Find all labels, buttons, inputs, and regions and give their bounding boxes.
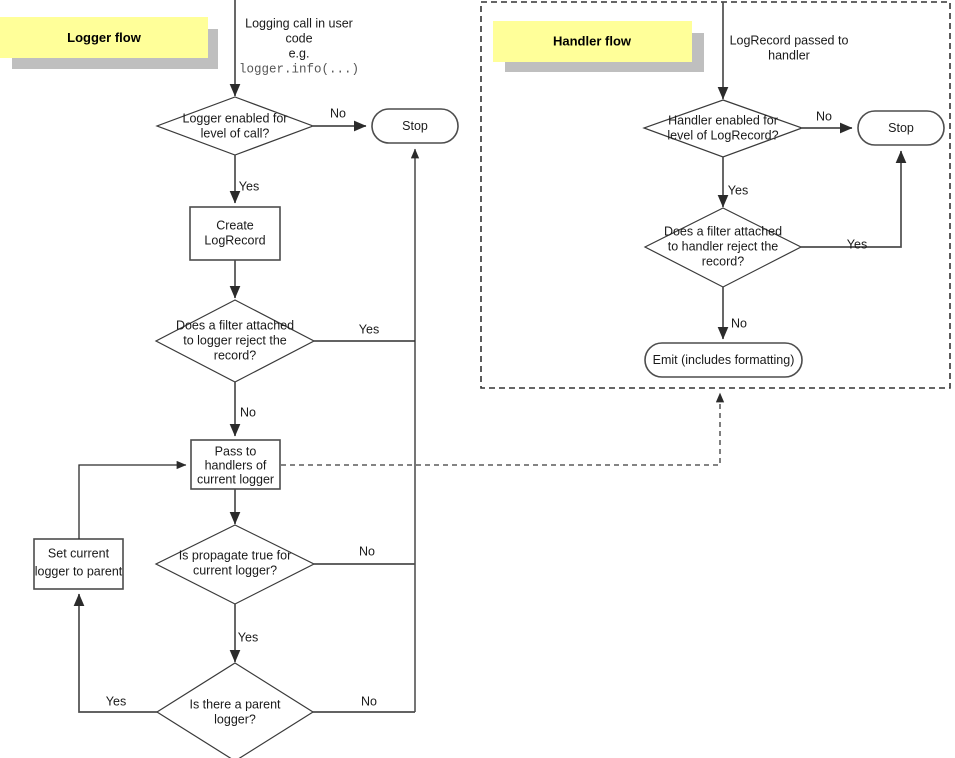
node-handler-filter[interactable]: Does a filter attached to handler reject… bbox=[643, 207, 803, 288]
node-create-logrecord[interactable]: Create LogRecord bbox=[189, 206, 281, 261]
node-logger-stop-label: Stop bbox=[402, 119, 428, 133]
edge-label-is-parent-no: No bbox=[361, 694, 377, 708]
logger-entry-caption-line3: e.g. bbox=[289, 46, 310, 60]
node-logger-enabled-line2: level of call? bbox=[201, 126, 270, 140]
node-handler-enabled-line1: Handler enabled for bbox=[668, 113, 778, 127]
edge-label-logger-filter-yes: Yes bbox=[359, 322, 379, 336]
edge-label-is-propagate-yes: Yes bbox=[238, 630, 258, 644]
edge-set-current-logger-to-pass bbox=[78, 460, 187, 539]
node-handler-stop-shape[interactable] bbox=[857, 110, 945, 146]
edge-label-logger-filter-no: No bbox=[240, 405, 256, 419]
node-is-propagate-line2: current logger? bbox=[193, 563, 277, 577]
node-pass-to-handlers-line1: Pass to bbox=[215, 444, 257, 458]
edge-label-handler-enabled-yes: Yes bbox=[728, 183, 748, 197]
node-pass-to-handlers[interactable]: Pass to handlers of current logger bbox=[190, 439, 281, 490]
handler-flow-title-box bbox=[493, 21, 692, 62]
handler-panel-border bbox=[480, 1, 951, 389]
node-handler-stop-label: Stop bbox=[888, 121, 914, 135]
node-logger-filter[interactable]: Does a filter attached to logger reject … bbox=[154, 299, 316, 383]
node-logger-enabled-line1: Logger enabled for bbox=[183, 111, 288, 125]
edge-label-is-parent-yes: Yes bbox=[106, 694, 126, 708]
node-set-current-logger-line1: Set current bbox=[48, 546, 110, 560]
node-pass-to-handlers-line2: handlers of bbox=[205, 458, 267, 472]
edge-handler-filter-yes bbox=[801, 150, 907, 248]
node-logger-stop[interactable]: Stop bbox=[371, 108, 459, 144]
edge-label-is-propagate-no: No bbox=[359, 544, 375, 558]
node-logger-filter-line3: record? bbox=[214, 348, 256, 362]
node-logger-stop-shape[interactable] bbox=[371, 108, 459, 144]
edge-is-parent-yes bbox=[73, 593, 157, 713]
handler-entry-caption: LogRecord passed to handler bbox=[730, 33, 849, 62]
edge-label-handler-filter-no: No bbox=[731, 316, 747, 330]
logger-entry-caption-line1: Logging call in user bbox=[245, 16, 353, 30]
node-emit[interactable]: Emit (includes formatting) bbox=[644, 342, 803, 378]
logger-entry-caption-line2: code bbox=[285, 31, 312, 45]
handler-flow-title-label: Handler flow bbox=[553, 33, 632, 48]
node-logger-enabled[interactable]: Logger enabled for level of call? bbox=[155, 96, 315, 156]
node-emit-label: Emit (includes formatting) bbox=[653, 353, 795, 367]
node-is-parent-logger-line2: logger? bbox=[214, 712, 256, 726]
node-emit-shape[interactable] bbox=[644, 342, 803, 378]
logger-flow-title-box bbox=[0, 17, 208, 58]
handler-flow-title: Handler flow bbox=[493, 21, 704, 72]
node-create-logrecord-shape[interactable] bbox=[189, 206, 281, 261]
node-handler-enabled-line2: level of LogRecord? bbox=[667, 128, 778, 142]
logger-flow-title-label: Logger flow bbox=[67, 30, 142, 45]
node-handler-filter-line3: record? bbox=[702, 254, 744, 268]
node-handler-enabled[interactable]: Handler enabled for level of LogRecord? bbox=[642, 99, 804, 158]
node-is-parent-logger-shape[interactable] bbox=[155, 662, 315, 758]
edge-pass-to-handler-flow bbox=[281, 392, 725, 466]
node-handler-filter-line2: to handler reject the bbox=[668, 239, 779, 253]
node-handler-filter-line1: Does a filter attached bbox=[664, 224, 782, 238]
node-create-logrecord-line1: Create bbox=[216, 218, 254, 232]
node-set-current-logger[interactable]: Set current logger to parent bbox=[33, 538, 124, 590]
node-is-parent-logger-line1: Is there a parent bbox=[189, 697, 281, 711]
handler-entry-caption-line2: handler bbox=[768, 48, 810, 62]
node-handler-stop[interactable]: Stop bbox=[857, 110, 945, 146]
node-set-current-logger-shape[interactable] bbox=[33, 538, 124, 590]
edge-label-handler-filter-yes: Yes bbox=[847, 237, 867, 251]
logger-entry-caption-code: logger.info(...) bbox=[239, 62, 359, 76]
node-is-parent-logger[interactable]: Is there a parent logger? bbox=[155, 662, 315, 758]
edge-label-logger-enabled-yes: Yes bbox=[239, 179, 259, 193]
node-set-current-logger-line2: logger to parent bbox=[35, 564, 123, 578]
node-is-propagate-line1: Is propagate true for bbox=[179, 548, 292, 562]
logger-entry-caption: Logging call in user code e.g. logger.in… bbox=[239, 16, 359, 76]
logger-flow-title: Logger flow bbox=[0, 17, 218, 69]
edge-label-handler-enabled-no: No bbox=[816, 109, 832, 123]
node-pass-to-handlers-line3: current logger bbox=[197, 472, 274, 486]
handler-entry-caption-line1: LogRecord passed to bbox=[730, 33, 849, 47]
node-logger-filter-line1: Does a filter attached bbox=[176, 318, 294, 332]
node-create-logrecord-line2: LogRecord bbox=[204, 233, 265, 247]
node-logger-filter-line2: to logger reject the bbox=[183, 333, 287, 347]
edge-label-logger-enabled-no: No bbox=[330, 106, 346, 120]
node-is-propagate[interactable]: Is propagate true for current logger? bbox=[154, 524, 316, 605]
